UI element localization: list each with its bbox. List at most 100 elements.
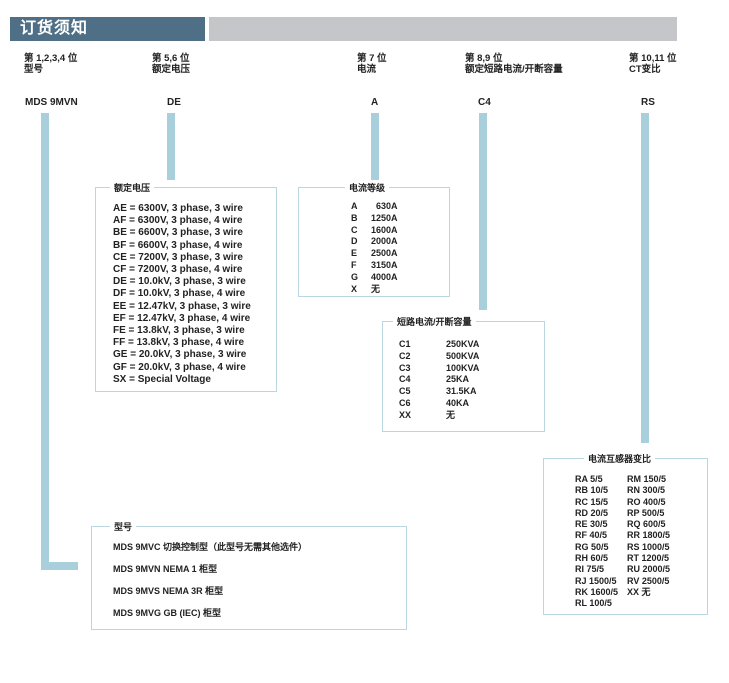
model-item: MDS 9MVC 切换控制型（此型号无需其他选件） bbox=[113, 542, 308, 552]
voltage-item: CE = 7200V, 3 phase, 3 wire bbox=[113, 251, 243, 263]
current-code: B bbox=[351, 212, 358, 223]
current-value: 无 bbox=[371, 283, 381, 294]
ct-ratio-row: RB 10/5 RN 300/5 bbox=[575, 485, 670, 496]
short-circuit-item: C1 250KVA bbox=[399, 339, 479, 351]
current-code: G bbox=[351, 271, 359, 282]
connector-short-circuit bbox=[479, 113, 487, 310]
position-meaning: CT变比 bbox=[629, 64, 661, 75]
short-circuit-code: C5 bbox=[399, 386, 411, 397]
current-code: C bbox=[351, 224, 358, 235]
position-digits: 第 1,2,3,4 位 bbox=[24, 53, 78, 64]
position-digits: 第 5,6 位 bbox=[152, 53, 190, 64]
short-circuit-code: XX bbox=[399, 409, 412, 420]
ct-ratio-left: RL 100/5 bbox=[575, 598, 612, 609]
ct-ratio-left: RD 20/5 bbox=[575, 507, 609, 518]
connector-ct bbox=[641, 113, 649, 443]
position-label-current: 第 7 位 电流 bbox=[357, 53, 387, 75]
current-value: 4000A bbox=[371, 271, 398, 282]
short-circuit-code: C2 bbox=[399, 350, 411, 361]
voltage-item: DE = 10.0kV, 3 phase, 3 wire bbox=[113, 276, 246, 288]
ct-ratio-right: RR 1800/5 bbox=[627, 530, 671, 541]
ct-ratio-left: RH 60/5 bbox=[575, 553, 609, 564]
ct-ratio-right: RU 2000/5 bbox=[627, 564, 671, 575]
current-item: A 630A bbox=[351, 201, 398, 213]
voltage-item: GF = 20.0kV, 3 phase, 4 wire bbox=[113, 361, 246, 373]
short-circuit-value: 500KVA bbox=[446, 350, 480, 361]
page-title: 订货须知 bbox=[10, 17, 205, 41]
ct-ratio-row: RE 30/5 RQ 600/5 bbox=[575, 519, 670, 530]
ct-ratio-right: RP 500/5 bbox=[627, 507, 665, 518]
code-ct: RS bbox=[641, 97, 655, 108]
connector-current bbox=[371, 113, 379, 180]
short-circuit-box-title: 短路电流/开断容量 bbox=[393, 315, 476, 328]
ct-ratio-left: RF 40/5 bbox=[575, 530, 608, 541]
position-digits: 第 7 位 bbox=[357, 53, 387, 64]
position-meaning: 型号 bbox=[24, 64, 44, 75]
current-item: G 4000A bbox=[351, 272, 398, 284]
short-circuit-value: 250KVA bbox=[446, 339, 480, 349]
voltage-item: FE = 13.8kV, 3 phase, 3 wire bbox=[113, 325, 245, 337]
ct-ratio-row: RD 20/5 RP 500/5 bbox=[575, 508, 670, 519]
ct-ratio-right: RQ 600/5 bbox=[627, 519, 666, 530]
voltage-item: BF = 6600V, 3 phase, 4 wire bbox=[113, 239, 243, 251]
model-box bbox=[91, 526, 407, 630]
current-code: D bbox=[351, 236, 358, 247]
short-circuit-code: C6 bbox=[399, 397, 411, 408]
current-code: E bbox=[351, 248, 358, 259]
model-box-title: 型号 bbox=[110, 520, 137, 533]
position-label-model: 第 1,2,3,4 位 型号 bbox=[24, 53, 77, 75]
voltage-box-title: 额定电压 bbox=[110, 181, 155, 194]
position-meaning: 额定短路电流/开断容量 bbox=[465, 64, 563, 75]
position-label-voltage: 第 5,6 位 额定电压 bbox=[152, 53, 190, 75]
ct-ratio-left: RB 10/5 bbox=[575, 485, 609, 496]
short-circuit-code: C1 bbox=[399, 339, 411, 349]
code-model: MDS 9MVN bbox=[25, 97, 78, 108]
current-value: 3150A bbox=[371, 259, 398, 270]
voltage-item: FF = 13.8kV, 3 phase, 4 wire bbox=[113, 337, 245, 349]
code-short-circuit: C4 bbox=[478, 97, 491, 108]
ct-ratio-right: RM 150/5 bbox=[627, 474, 667, 484]
voltage-item: DF = 10.0kV, 3 phase, 4 wire bbox=[113, 288, 246, 300]
short-circuit-item: C6 40KA bbox=[399, 398, 479, 410]
current-code: A bbox=[351, 201, 358, 211]
short-circuit-code: C3 bbox=[399, 362, 411, 373]
ct-ratio-left: RE 30/5 bbox=[575, 519, 608, 530]
ct-ratio-row: RF 40/5 RR 1800/5 bbox=[575, 530, 670, 541]
ct-ratio-left: RA 5/5 bbox=[575, 474, 603, 484]
ct-ratio-left: RC 15/5 bbox=[575, 496, 609, 507]
current-value: 630A bbox=[376, 201, 398, 211]
short-circuit-value: 40KA bbox=[446, 397, 470, 408]
current-code: F bbox=[351, 259, 357, 270]
voltage-item: GE = 20.0kV, 3 phase, 3 wire bbox=[113, 349, 247, 361]
short-circuit-code: C4 bbox=[399, 374, 411, 385]
ct-ratio-right: RT 1200/5 bbox=[627, 553, 670, 564]
voltage-list: AE = 6300V, 3 phase, 3 wire AF = 6300V, … bbox=[113, 203, 251, 386]
position-label-ct: 第 10,11 位 CT变比 bbox=[629, 53, 677, 75]
voltage-item: SX = Special Voltage bbox=[113, 373, 211, 385]
model-item: MDS 9MVN NEMA 1 柜型 bbox=[113, 564, 218, 574]
voltage-item: AF = 6300V, 3 phase, 4 wire bbox=[113, 215, 243, 227]
voltage-item: CF = 7200V, 3 phase, 4 wire bbox=[113, 264, 243, 276]
position-meaning: 额定电压 bbox=[152, 64, 191, 75]
ct-ratio-right: XX 无 bbox=[627, 586, 651, 597]
ct-ratio-right: RN 300/5 bbox=[627, 485, 666, 496]
model-list: MDS 9MVC 切换控制型（此型号无需其他选件） MDS 9MVN NEMA … bbox=[113, 542, 307, 619]
ct-ratio-left: RG 50/5 bbox=[575, 541, 609, 552]
header-band bbox=[209, 17, 677, 41]
model-item: MDS 9MVG GB (IEC) 柜型 bbox=[113, 608, 222, 618]
position-digits: 第 10,11 位 bbox=[629, 53, 677, 64]
ct-ratio-right: RV 2500/5 bbox=[627, 575, 670, 586]
